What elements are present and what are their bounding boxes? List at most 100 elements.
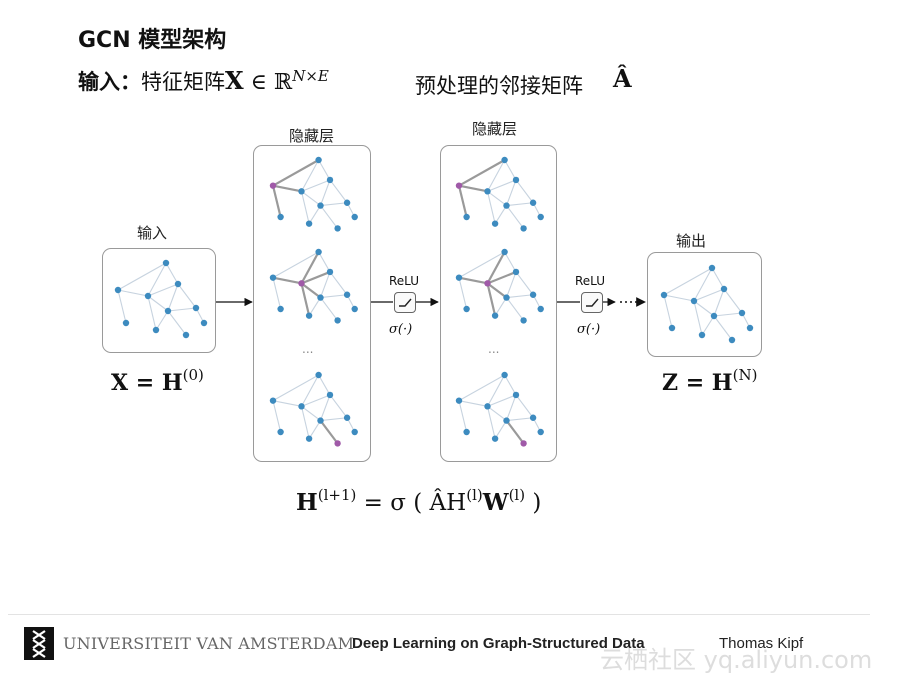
graph-edge (487, 159, 506, 192)
graph-edge (693, 288, 725, 302)
relu-icon-1 (394, 292, 416, 313)
graph-edge (515, 271, 534, 296)
graph-node (484, 403, 491, 410)
output-caption: 输出 (676, 232, 707, 250)
graph-edge (301, 179, 331, 192)
graph-edge (713, 315, 733, 341)
ellipsis-1: ... (302, 342, 314, 356)
output-eq-sup: (N) (732, 366, 758, 384)
graph-node (537, 428, 544, 436)
prop-sup3: (l) (508, 486, 526, 504)
graph-edge (458, 276, 488, 285)
adjacency-math: Â (613, 64, 632, 93)
graph-edge (147, 295, 169, 312)
graph-edge (505, 271, 517, 298)
graph-edge (167, 310, 187, 336)
graph-edge (504, 159, 517, 181)
graph-edge (272, 159, 320, 187)
prop-rest: = σ ( ÂH (356, 490, 467, 516)
graph-edge (494, 205, 507, 224)
graph-edge (308, 420, 321, 439)
graph-edge (320, 417, 348, 422)
graph-node (520, 317, 527, 324)
graph-node (503, 294, 510, 301)
graph-edge (301, 190, 321, 207)
graph-node (277, 213, 284, 221)
graph-node-highlight (520, 440, 527, 447)
output-graph (660, 264, 754, 344)
graph-edge (486, 251, 506, 284)
graph-edge (301, 394, 331, 407)
graph-node (305, 312, 313, 319)
hidden2-graph-b (455, 248, 544, 324)
graph-node (537, 213, 544, 221)
graph-node (315, 371, 322, 379)
graph-edge (457, 185, 468, 218)
graph-edge (663, 267, 713, 296)
author-name: Thomas Kipf (719, 635, 804, 652)
prop-sup: (l+1) (317, 486, 357, 504)
graph-edge (272, 251, 319, 279)
graph-edge (318, 251, 331, 273)
graph-edge (117, 262, 167, 291)
graph-edge (320, 205, 339, 229)
graph-node-highlight (484, 280, 491, 287)
watermark: 云栖社区 yq.aliyun.com (600, 646, 873, 674)
graph-node (512, 268, 520, 276)
graph-node (277, 428, 284, 436)
graph-node (698, 331, 706, 339)
graph-node (746, 324, 754, 332)
input-caption: 输入 (137, 224, 168, 242)
prop-h: H (296, 489, 318, 516)
graph-edge (504, 251, 517, 273)
graph-layer (114, 156, 754, 447)
graph-edge (693, 300, 703, 336)
sigma-label-1: σ(·) (389, 322, 413, 337)
graph-node (512, 391, 520, 399)
relu-icon-2 (581, 292, 603, 313)
graph-node (114, 286, 122, 294)
graph-edge (486, 191, 496, 224)
graph-node (305, 220, 313, 227)
graph-edge (300, 283, 311, 316)
graph-edge (272, 400, 282, 433)
graph-node (162, 259, 170, 267)
graph-node (491, 312, 499, 319)
graph-edge (301, 159, 320, 192)
graph-node (529, 199, 537, 206)
graph-edge (458, 159, 506, 187)
graph-edge (494, 297, 507, 316)
ellipsis-2: ... (488, 342, 500, 356)
graph-edge (320, 294, 348, 299)
adjacency-description: 预处理的邻接矩阵 (415, 74, 583, 98)
graph-node (690, 297, 698, 305)
graph-node (326, 391, 334, 399)
graph-node (351, 428, 358, 436)
graph-node-highlight (298, 280, 305, 287)
output-equation: Z = H(N) (662, 366, 757, 396)
graph-node (315, 248, 322, 256)
graph-node (455, 274, 463, 281)
graph-node (298, 403, 305, 410)
graph-edge (272, 184, 302, 193)
graph-edge (155, 310, 169, 331)
propagation-rule: H(l+1) = σ ( ÂH(l)W(l) ) (296, 486, 541, 516)
graph-node (144, 292, 152, 300)
graph-node (503, 417, 510, 424)
graph-node (164, 307, 172, 315)
graph-node (334, 225, 341, 232)
graph-edge (487, 190, 507, 207)
graph-edge (487, 179, 517, 192)
graph-node (351, 305, 358, 313)
graph-edge (713, 312, 743, 317)
graph-node-highlight (269, 182, 277, 189)
graph-node (298, 188, 305, 195)
graph-node (326, 176, 334, 184)
graph-node (343, 291, 351, 298)
input-graph (114, 259, 208, 339)
hidden-caption-2: 隐藏层 (472, 120, 518, 138)
input-text: 特征矩阵 (141, 70, 225, 94)
graph-edge (693, 267, 713, 302)
graph-edge (301, 405, 321, 422)
graph-node (122, 319, 130, 327)
